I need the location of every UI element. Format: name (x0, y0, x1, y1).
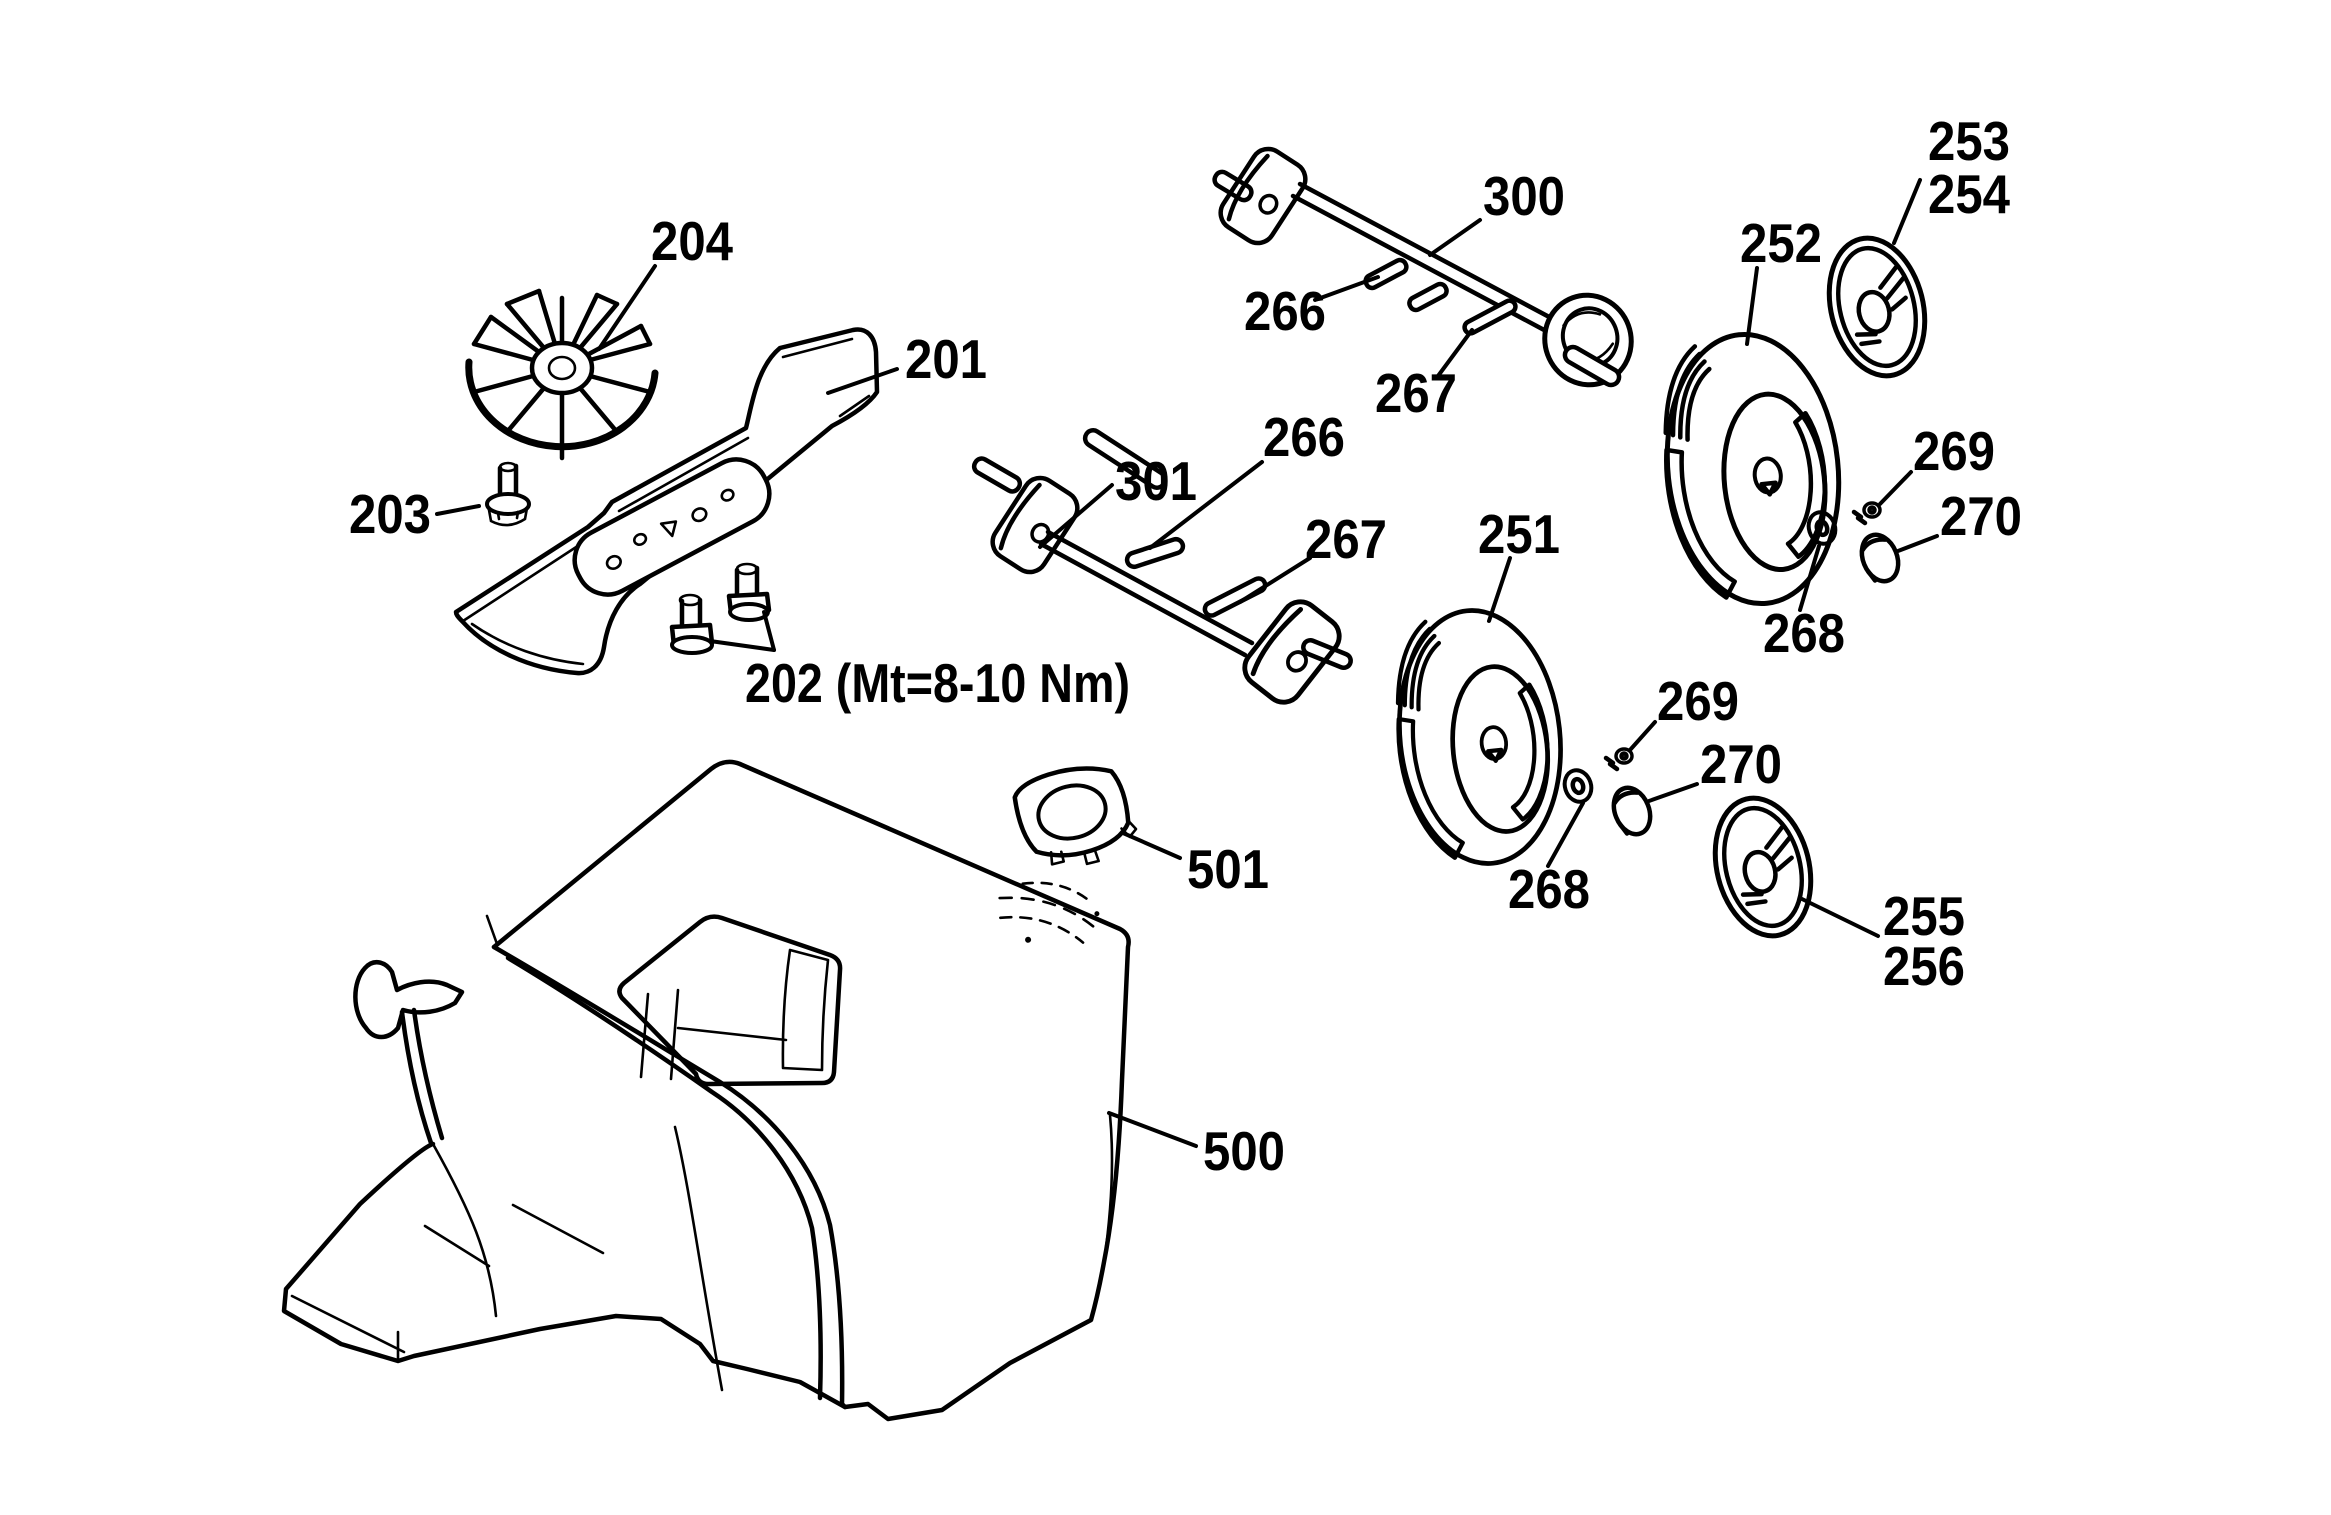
axle-assembly-300 (1212, 142, 1634, 388)
callout-300: 300 (1483, 165, 1565, 227)
pin-267-upper (1462, 298, 1518, 336)
blade-mounting-plate (572, 457, 772, 597)
callout-255: 255 (1883, 885, 1965, 947)
callout-269-lower: 269 (1657, 670, 1739, 732)
cap-270-upper (1855, 529, 1905, 586)
callout-269-upper: 269 (1913, 420, 1995, 482)
screw-202-left (669, 593, 715, 655)
callout-204: 204 (651, 210, 733, 272)
axle-301-right-bracket (1237, 594, 1346, 709)
pin-266-mid-long (1082, 428, 1168, 490)
wheel-251 (1386, 602, 1573, 871)
pin-266-upper (1363, 257, 1409, 291)
callout-203: 203 (349, 483, 431, 545)
callout-500: 500 (1203, 1120, 1285, 1182)
cap-270-lower (1607, 782, 1657, 839)
bolt-203 (485, 461, 531, 527)
callout-labels: 204 201 203 202 (Mt=8-10 Nm) 300 266 267… (349, 110, 2022, 1182)
wheel-252 (1653, 326, 1852, 612)
washer-268-lower (1561, 767, 1596, 805)
callout-501: 501 (1187, 838, 1269, 900)
callout-252: 252 (1740, 212, 1822, 274)
fan-impeller-204 (465, 288, 659, 461)
callout-268-upper: 268 (1763, 602, 1845, 664)
screw-269-lower (1606, 749, 1632, 769)
callout-253: 253 (1928, 110, 2010, 172)
callout-254: 254 (1928, 163, 2010, 225)
axle-assembly-301 (971, 428, 1353, 709)
callout-268-lower: 268 (1508, 858, 1590, 920)
axle-300-wheel-fitting (1542, 292, 1634, 388)
hubcap-253-254 (1815, 228, 1938, 386)
axle-300-roll-pin (1562, 344, 1622, 388)
hubcap-255-256 (1701, 788, 1824, 946)
callout-301: 301 (1115, 450, 1197, 512)
deck-housing-500 (281, 759, 1131, 1422)
callout-270-lower: 270 (1700, 733, 1782, 795)
callout-266-mid: 266 (1263, 406, 1345, 468)
screw-269-upper (1854, 503, 1880, 523)
screw-202-right (726, 562, 772, 622)
pin-267-mid (1202, 576, 1268, 618)
axle-301-left-pin (971, 456, 1023, 494)
axle-300-collar (1407, 281, 1449, 313)
cap-501 (1012, 766, 1138, 866)
callout-267-mid: 267 (1305, 508, 1387, 570)
vent-marks (998, 881, 1100, 944)
axle-301-right-pin (1301, 638, 1353, 670)
callout-201: 201 (905, 328, 987, 390)
handle-recess (617, 914, 843, 1087)
callout-251: 251 (1478, 503, 1560, 565)
callout-202-torque: 202 (Mt=8-10 Nm) (745, 652, 1130, 714)
callout-266-upper: 266 (1244, 280, 1326, 342)
mower-blade-201 (453, 327, 880, 676)
callout-256: 256 (1883, 935, 1965, 997)
callout-267-upper: 267 (1375, 362, 1457, 424)
callout-270-upper: 270 (1940, 485, 2022, 547)
axle-300-left-bracket (1214, 142, 1312, 249)
leader-lines (435, 178, 1939, 1148)
